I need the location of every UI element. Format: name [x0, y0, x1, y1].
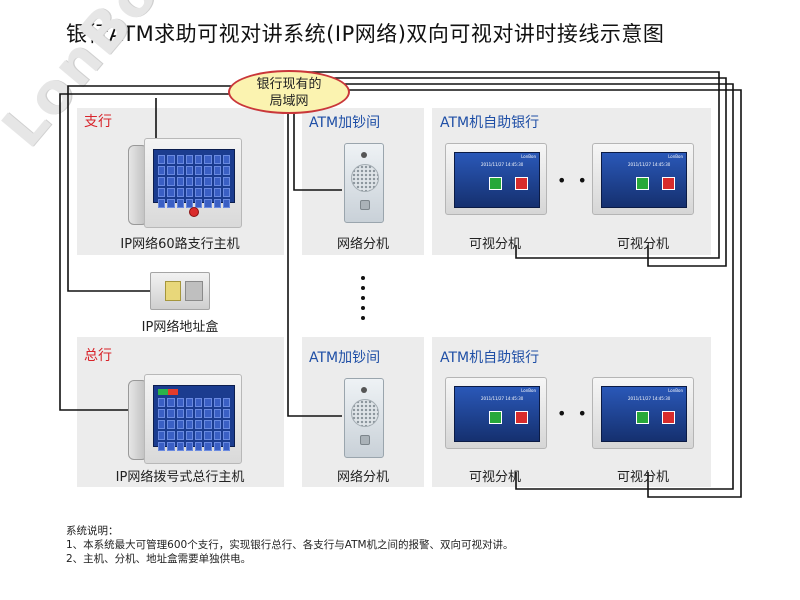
head-monitor-1-caption: 可视分机	[468, 470, 521, 485]
head-host-screen	[153, 385, 235, 451]
head-monitor-1-brand: LonBon	[521, 388, 536, 393]
branch-monitor-1-datetime: 2011/11/27 14:45:30	[481, 162, 524, 167]
lan-label-line2: 局域网	[269, 94, 309, 109]
head-monitor-2-screen: LonBon 2011/11/27 14:45:30	[601, 386, 687, 442]
head-region-label: 总行	[84, 348, 112, 364]
ip-address-box-label-plate	[165, 281, 181, 301]
branch-monitor-2: LonBon 2011/11/27 14:45:30	[592, 143, 694, 215]
branch-atm-cash-title: ATM加钞间	[309, 115, 381, 131]
wire-branch-intercom	[293, 96, 342, 191]
head-intercom-camera	[361, 387, 367, 393]
head-intercom-caption: 网络分机	[336, 470, 389, 485]
head-intercom-button	[360, 435, 370, 445]
branch-atm-self-title: ATM机自助银行	[440, 115, 540, 131]
intercom-vertical-ellipsis	[361, 276, 365, 326]
branch-host-device	[144, 138, 242, 228]
lan-label-line1: 银行现有的	[256, 77, 322, 92]
branch-host-keypad	[158, 155, 230, 208]
notes-line-1: 1、本系统最大可管理600个支行，实现银行总行、各支行与ATM机之间的报警、双向…	[66, 539, 514, 551]
branch-host-caption: IP网络60路支行主机	[120, 237, 240, 252]
head-monitor-1-answer-icon	[489, 411, 502, 424]
wire-loop-2	[260, 83, 734, 490]
head-host-caption: IP网络拨号式总行主机	[115, 470, 245, 485]
head-atm-cash-title: ATM加钞间	[309, 350, 381, 366]
head-monitor-2: LonBon 2011/11/27 14:45:30	[592, 377, 694, 449]
branch-monitor-1-brand: LonBon	[521, 154, 536, 159]
branch-intercom-speaker	[351, 164, 379, 192]
branch-monitor-2-caption: 可视分机	[616, 237, 669, 252]
head-atm-self-title: ATM机自助银行	[440, 350, 540, 366]
branch-monitor-1: LonBon 2011/11/27 14:45:30	[445, 143, 547, 215]
notes-line-2: 2、主机、分机、地址盒需要单独供电。	[66, 553, 252, 565]
branch-monitor-1-caption: 可视分机	[468, 237, 521, 252]
branch-intercom-caption: 网络分机	[336, 237, 389, 252]
branch-monitor-1-answer-icon	[489, 177, 502, 190]
ip-address-box-ports	[185, 281, 203, 301]
head-monitor-1: LonBon 2011/11/27 14:45:30	[445, 377, 547, 449]
head-monitor-2-caption: 可视分机	[616, 470, 669, 485]
ip-address-box	[150, 272, 210, 310]
wire-head-intercom	[287, 98, 342, 417]
branch-intercom-device	[344, 143, 384, 223]
wire-loop-4	[280, 71, 720, 259]
head-monitor-1-datetime: 2011/11/27 14:45:30	[481, 396, 524, 401]
head-monitor-1-hangup-icon	[515, 411, 528, 424]
lan-cloud: 银行现有的 局域网	[228, 70, 350, 114]
head-monitor-1-screen: LonBon 2011/11/27 14:45:30	[454, 386, 540, 442]
page-title: 银行ATM求助可视对讲系统(IP网络)双向可视对讲时接线示意图	[66, 22, 665, 46]
branch-monitor-2-hangup-icon	[662, 177, 675, 190]
head-monitor-2-brand: LonBon	[668, 388, 683, 393]
branch-intercom-button	[360, 200, 370, 210]
branch-monitor-1-hangup-icon	[515, 177, 528, 190]
head-host-device	[144, 374, 242, 464]
wire-branch-host	[67, 85, 232, 292]
head-monitor-2-hangup-icon	[662, 411, 675, 424]
head-intercom-speaker	[351, 399, 379, 427]
wire-head-host	[59, 93, 232, 411]
head-monitor-2-datetime: 2011/11/27 14:45:30	[628, 396, 671, 401]
notes-heading: 系统说明：	[66, 525, 119, 537]
head-host-status-strip	[158, 389, 178, 395]
branch-monitor-2-answer-icon	[636, 177, 649, 190]
branch-monitor-2-screen: LonBon 2011/11/27 14:45:30	[601, 152, 687, 208]
branch-region-label: 支行	[84, 114, 112, 130]
branch-intercom-camera	[361, 152, 367, 158]
ip-address-box-caption: IP网络地址盒	[141, 320, 219, 335]
branch-monitor-2-brand: LonBon	[668, 154, 683, 159]
head-monitor-2-answer-icon	[636, 411, 649, 424]
wire-loop-3	[270, 77, 727, 267]
head-host-keypad	[158, 398, 230, 451]
head-intercom-device	[344, 378, 384, 458]
branch-host-screen	[153, 149, 235, 208]
branch-monitor-2-datetime: 2011/11/27 14:45:30	[628, 162, 671, 167]
branch-monitor-1-screen: LonBon 2011/11/27 14:45:30	[454, 152, 540, 208]
branch-host-alarm-button	[189, 207, 199, 217]
system-notes: 系统说明： 1、本系统最大可管理600个支行，实现银行总行、各支行与ATM机之间…	[66, 524, 514, 566]
